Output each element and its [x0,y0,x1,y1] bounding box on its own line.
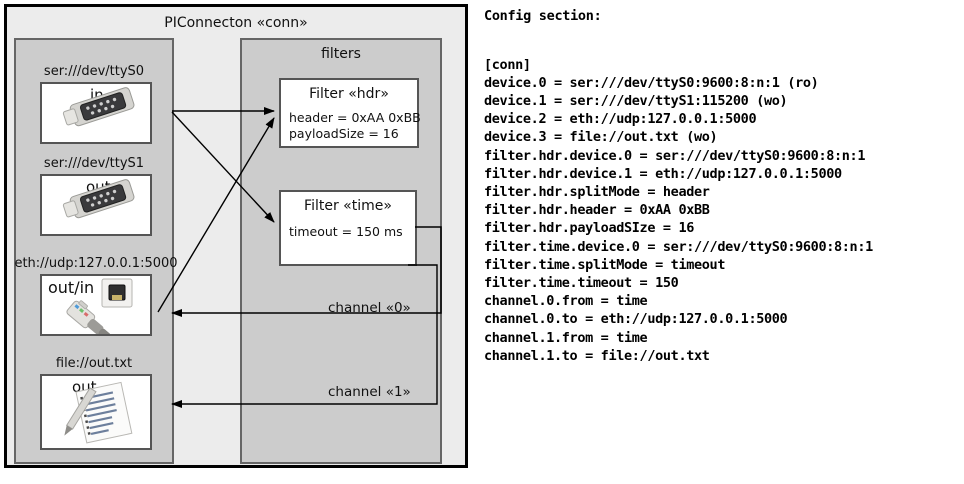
filter-prop-time-timeout: timeout = 150 ms [289,224,403,239]
config-text: [conn] device.0 = ser:///dev/ttyS0:9600:… [484,56,873,364]
channel-label-1: channel «1» [328,384,411,400]
filter-box-time[interactable]: Filter «time» timeout = 150 ms [279,190,417,266]
filters-group: filters Filter «hdr» header = 0xAA 0xBB … [240,38,442,464]
filter-title-hdr: Filter «hdr» [309,86,389,102]
device-label-file: file://out.txt [55,356,133,371]
filter-prop-hdr-payload: payloadSize = 16 [289,126,399,141]
config-heading: Config section: [484,8,602,24]
device-label-ttyS1: ser:///dev/ttyS1 [43,156,145,171]
text-document-icon [64,381,133,444]
filter-title-time: Filter «time» [304,198,392,214]
config-section: Config section: [conn] device.0 = ser://… [478,0,964,484]
component-title: PIConnecton «conn» [164,15,308,31]
device-box-file[interactable]: out [40,374,152,450]
device-box-ttyS0[interactable]: in [40,82,152,144]
channel-label-0: channel «0» [328,300,411,316]
filters-group-title: filters [321,46,361,62]
device-io-eth: out/in [48,278,95,297]
devices-group: ser:///dev/ttyS0 in ser:///dev/ttyS1 out [14,38,178,464]
filter-box-hdr[interactable]: Filter «hdr» header = 0xAA 0xBB payloadS… [279,78,421,148]
serial-port-icon [62,87,135,127]
ethernet-jack-icon [66,278,133,334]
filter-prop-hdr-header: header = 0xAA 0xBB [289,110,421,125]
device-label-eth: eth://udp:127.0.0.1:5000 [14,256,178,271]
serial-port-icon [62,179,135,219]
architecture-diagram: PIConnecton «conn» ser:///dev/ttyS0 in [0,0,478,484]
device-label-ttyS0: ser:///dev/ttyS0 [43,64,145,79]
device-box-eth[interactable]: out/in [40,274,152,336]
device-box-ttyS1[interactable]: out [40,174,152,236]
